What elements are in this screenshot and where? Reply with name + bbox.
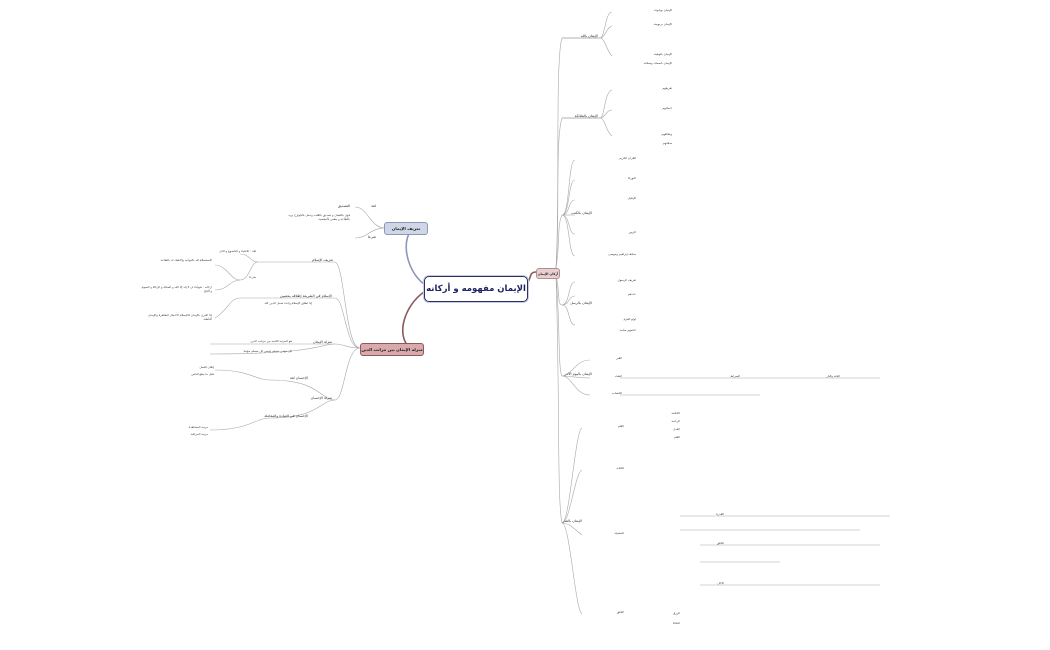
pillar-messengers[interactable]: الإيمان بالرسل: [570, 301, 592, 305]
definition-term-text: قول باللسان و تصديق بالقلب وعمل بالجوارح…: [288, 214, 350, 221]
level-item-2: كل مؤمن مسلم وليس كل مسلم مؤمنا: [243, 350, 292, 353]
islam-lang: لغة : الانقياد و الخضوع و الذل: [219, 250, 256, 253]
pillar-allah-item-1: الإيمان بوجوده: [654, 9, 672, 12]
pillar-angels-item-4: صفاتهم: [662, 142, 672, 145]
ihsan-sub2-item-2: مرتبة المراقبة: [190, 433, 208, 436]
pillar-allah-item-3: الإيمان بألوهيته: [653, 53, 672, 56]
pillar-messengers-item-1: تعريف الرسول: [617, 279, 636, 282]
islam-item-1: الاستسلام لله بالتوحيد والانقياد له بالط…: [160, 259, 212, 262]
pillar-angels-item-2: أعمالهم: [662, 107, 672, 110]
small-label-5: القدرة: [716, 513, 724, 516]
branch-status[interactable]: منزلة الإيمان بين مراتب الدين: [360, 343, 424, 356]
pillar-allah-item-4: الإيمان بأسمائه وصفاته: [643, 62, 672, 65]
islam-shar: شرعا: [249, 276, 256, 279]
pillar-books-item-1: القرآن الكريم: [619, 157, 636, 160]
relation-item-1: إذا أطلق الإسلام وحده شمل الدين كله: [264, 302, 312, 305]
pillar-angels[interactable]: الإيمان بالملائكة: [574, 114, 598, 118]
pillar-lastday-item-1: القبر: [616, 357, 622, 360]
central-topic[interactable]: الإيمان مفهومه و أركانه: [424, 276, 528, 302]
pillar-qadar[interactable]: الإيمان بالقدر: [562, 519, 582, 523]
islam-item-2: أركانه : شهادة أن لا إله إلا الله و الصل…: [141, 286, 212, 293]
relation-title[interactable]: الإسلام في الشريعة إطلاقه بمعنيين: [279, 294, 332, 298]
pillar-messengers-item-4: خاتمهم محمد: [619, 329, 636, 332]
ihsan-sub2[interactable]: الإحسان في العبادة والمعاملة: [264, 414, 308, 418]
small-label-6: الخلق: [716, 542, 724, 545]
branch-pillars[interactable]: أركان الإيمان: [536, 268, 560, 279]
pillar-lastday-item-2: البعث: [614, 375, 622, 378]
pillar-angels-item-1: تعريفهم: [662, 87, 672, 90]
pillar-books-item-4: الزبور: [628, 231, 636, 234]
pillar-books[interactable]: الإيمان بالكتب: [571, 211, 592, 215]
relation-item-2: إذا اقترن بالإيمان فالإسلام الأعمال الظا…: [148, 314, 212, 321]
pillar-lastday-item-4: الصراط: [730, 375, 740, 378]
ihsan-sub2-item-1: مرتبة المشاهدة: [188, 426, 208, 429]
pillar-lastday[interactable]: الإيمان باليوم الآخر: [564, 372, 592, 376]
small-label-9: النجاة: [672, 622, 680, 625]
pillar-lastday-item-3: الحساب: [611, 392, 622, 395]
small-label-1: الحكمة: [671, 412, 680, 415]
pillar-books-item-2: التوراة: [627, 177, 636, 180]
pillar-qadar-item-4: الخلق: [616, 611, 624, 614]
pillar-books-item-5: صحف إبراهيم وموسى: [608, 253, 636, 256]
definition-term-label: شرعا: [367, 235, 376, 239]
small-label-8: الرزق: [672, 612, 680, 615]
ihsan-sub1-item-2: فعل ما ينفع الناس: [191, 373, 214, 376]
pillar-messengers-item-2: عددهم: [627, 293, 636, 296]
pillar-qadar-item-1: العلم: [617, 425, 624, 428]
small-label-3: العدل: [673, 428, 680, 431]
pillar-messengers-item-3: أولو العزم: [623, 318, 636, 321]
level-item-1: هو المرتبة الثانية من مراتب الدين: [250, 340, 292, 343]
branch-definition[interactable]: تعريف الإيمان: [384, 222, 428, 235]
definition-lang-text: التصديق: [337, 204, 350, 208]
pillar-books-item-3: الإنجيل: [627, 197, 637, 200]
level-title[interactable]: منزلة الإيمان: [312, 340, 332, 344]
small-label-4: العلم: [673, 436, 680, 439]
pillar-qadar-item-3: المشيئة: [614, 532, 624, 535]
definition-lang-label: لغة: [371, 204, 376, 208]
ihsan-sub1-item-1: إتقان العمل: [199, 366, 214, 369]
small-label-2: الرحمة: [671, 420, 680, 423]
pillar-angels-item-3: وظائفهم: [661, 133, 672, 136]
ihsan-sub1[interactable]: الإحسان لغة: [289, 376, 308, 380]
pillar-lastday-item-5: الجنة والنار: [826, 375, 840, 378]
islam-title[interactable]: تعريف الإسلام: [311, 258, 333, 262]
pillar-allah[interactable]: الإيمان بالله: [580, 34, 598, 38]
pillar-qadar-item-2: الكتابة: [616, 467, 624, 470]
small-label-7: الأجل: [717, 582, 724, 585]
ihsan-title[interactable]: منزلة الإحسان: [310, 396, 332, 400]
pillar-allah-item-2: الإيمان بربوبيته: [653, 23, 672, 26]
